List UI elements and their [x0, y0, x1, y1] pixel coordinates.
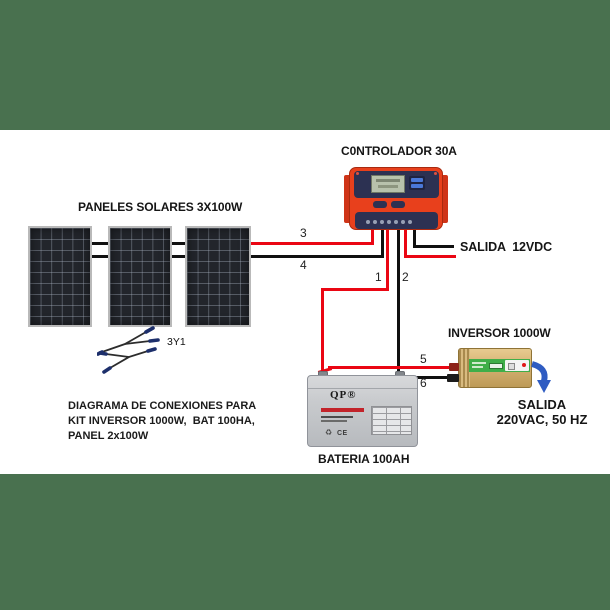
controller-mount-tab [441, 175, 448, 223]
terminal-screw [366, 220, 370, 224]
inverter-label-strip [469, 359, 530, 372]
wire-battery-negative [397, 228, 400, 376]
outlet-icon [489, 363, 503, 369]
panel-link-wire [88, 255, 112, 258]
wire-battery-positive [386, 228, 389, 291]
wire-label-3: 3 [300, 226, 307, 240]
controller-title: C0NTROLADOR 30A [341, 144, 457, 158]
content-band [0, 130, 610, 474]
wire-label-6: 6 [420, 376, 427, 390]
label-text-bar [472, 366, 483, 368]
ac-output-line1: SALIDA [517, 397, 567, 412]
battery-brand: QP® [330, 389, 357, 401]
terminal-screw [373, 220, 377, 224]
controller-mount-tab [344, 175, 351, 223]
battery-label-text-bar [321, 420, 347, 422]
inverter-positive-connector [449, 363, 459, 371]
wire-pv-negative [251, 255, 384, 258]
dc-output-label: SALIDA 12VDC [460, 240, 553, 254]
controller-button [373, 201, 387, 208]
notes-line3: PANEL 2x100W [68, 430, 149, 442]
inverter-switch-panel [505, 360, 529, 371]
wire-battery-positive [321, 288, 324, 375]
battery-label-red-band [321, 408, 364, 412]
ac-output-line2: 220VAC, 50 HZ [496, 412, 588, 427]
wire-pv-positive [250, 242, 374, 245]
battery-title: BATERIA 100AH [318, 452, 410, 466]
panel-link-wire [88, 242, 112, 245]
inverter-ribbed-end [459, 349, 470, 387]
controller-screw [356, 172, 359, 175]
terminal-screw [387, 220, 391, 224]
usb-slot-icon [411, 178, 423, 182]
wire-label-4: 4 [300, 258, 307, 272]
inverter-title: INVERSOR 1000W [448, 326, 551, 340]
battery-spec-table [371, 406, 412, 435]
wire-dc-out-positive [404, 255, 456, 258]
wire-label-2: 2 [402, 270, 409, 284]
label-text-bar [472, 362, 486, 364]
lcd-display [371, 175, 405, 193]
terminal-screw [408, 220, 412, 224]
wire-label-1: 1 [375, 270, 382, 284]
notes-block: DIAGRAMA DE CONEXIONES PARA KIT INVERSOR… [68, 399, 256, 444]
wire-battery-positive [321, 288, 389, 291]
inverter-negative-connector [447, 374, 459, 382]
wire-dc-out-negative [413, 228, 416, 248]
usb-slot-icon [411, 184, 423, 188]
wire-pv-positive [371, 228, 374, 245]
notes-line1: DIAGRAMA DE CONEXIONES PARA [68, 400, 257, 412]
panel-link-wire [168, 255, 189, 258]
battery-lid-seam [308, 388, 417, 389]
wire-dc-out-negative [413, 245, 454, 248]
wire-label-5: 5 [420, 352, 427, 366]
controller-screw [434, 172, 437, 175]
solar-panel-3 [185, 226, 251, 327]
outlet-icon [508, 363, 515, 370]
solar-panels-title: PANELES SOLARES 3X100W [78, 200, 243, 214]
wire-pv-negative [381, 228, 384, 258]
wire-inverter-positive [328, 366, 452, 369]
wire-inverter-negative [401, 376, 452, 379]
terminal-screw [380, 220, 384, 224]
wire-dc-out-positive [404, 228, 407, 258]
terminal-screw [401, 220, 405, 224]
y-branch-connector-icon [97, 326, 160, 374]
terminal-screw [394, 220, 398, 224]
panel-link-wire [168, 242, 189, 245]
solar-panel-1 [28, 226, 92, 327]
power-led-icon [522, 363, 526, 367]
battery-label-text-bar [321, 416, 353, 418]
notes-line2: KIT INVERSOR 1000W, BAT 100HA, [68, 415, 255, 427]
y-branch-label: 3Y1 [167, 336, 186, 348]
usb-ports [409, 176, 425, 190]
solar-panel-2 [108, 226, 172, 327]
recycle-icon: ♻ [325, 428, 333, 437]
ce-mark: CE [337, 430, 348, 437]
ac-output-arrow-icon [531, 361, 551, 393]
ac-output-label: SALIDA 220VAC, 50 HZ [492, 397, 592, 427]
controller-button [391, 201, 405, 208]
